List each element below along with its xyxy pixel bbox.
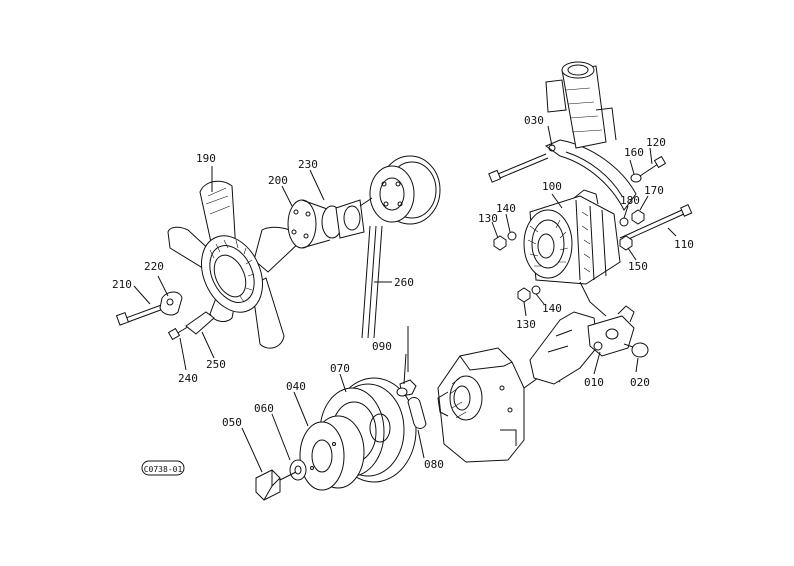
label-120: 120 [646,136,666,149]
figure-code-text: C0738-01 [144,465,183,474]
label-230: 230 [298,158,318,171]
alternator-drawing [523,189,621,317]
label-040: 040 [286,380,306,393]
label-150: 150 [628,260,648,273]
label-090: 090 [372,340,392,353]
label-100: 100 [542,180,562,193]
figure-code-badge: C0738-01 [141,460,185,476]
label-030: 030 [524,114,544,127]
label-130-lower: 130 [516,318,536,331]
engine-block-drawing [437,347,561,463]
label-060: 060 [254,402,274,415]
leader-lines [133,125,677,473]
label-190: 190 [196,152,216,165]
part-labels: 190 200 230 220 210 240 250 260 030 120 … [112,114,694,471]
alternator-bracket-drawing [529,305,649,385]
label-220: 220 [144,260,164,273]
hub-drawing [287,155,441,249]
label-070: 070 [330,362,350,375]
label-250: 250 [206,358,226,371]
label-140-lower: 140 [542,302,562,315]
label-240: 240 [178,372,198,385]
fan-drawing [167,180,303,349]
label-010: 010 [584,376,604,389]
fan-bolts-drawing [115,291,215,341]
label-260: 260 [394,276,414,289]
label-080: 080 [424,458,444,471]
label-160: 160 [624,146,644,159]
label-130-upper: 130 [478,212,498,225]
label-170: 170 [644,184,664,197]
label-140-upper: 140 [496,202,516,215]
label-020: 020 [630,376,650,389]
label-110: 110 [674,238,694,251]
label-180: 180 [620,194,640,207]
label-200: 200 [268,174,288,187]
adjust-plate-drawing [488,61,637,211]
label-050: 050 [222,416,242,429]
crank-pulley-drawing [255,326,427,501]
label-210: 210 [112,278,132,291]
